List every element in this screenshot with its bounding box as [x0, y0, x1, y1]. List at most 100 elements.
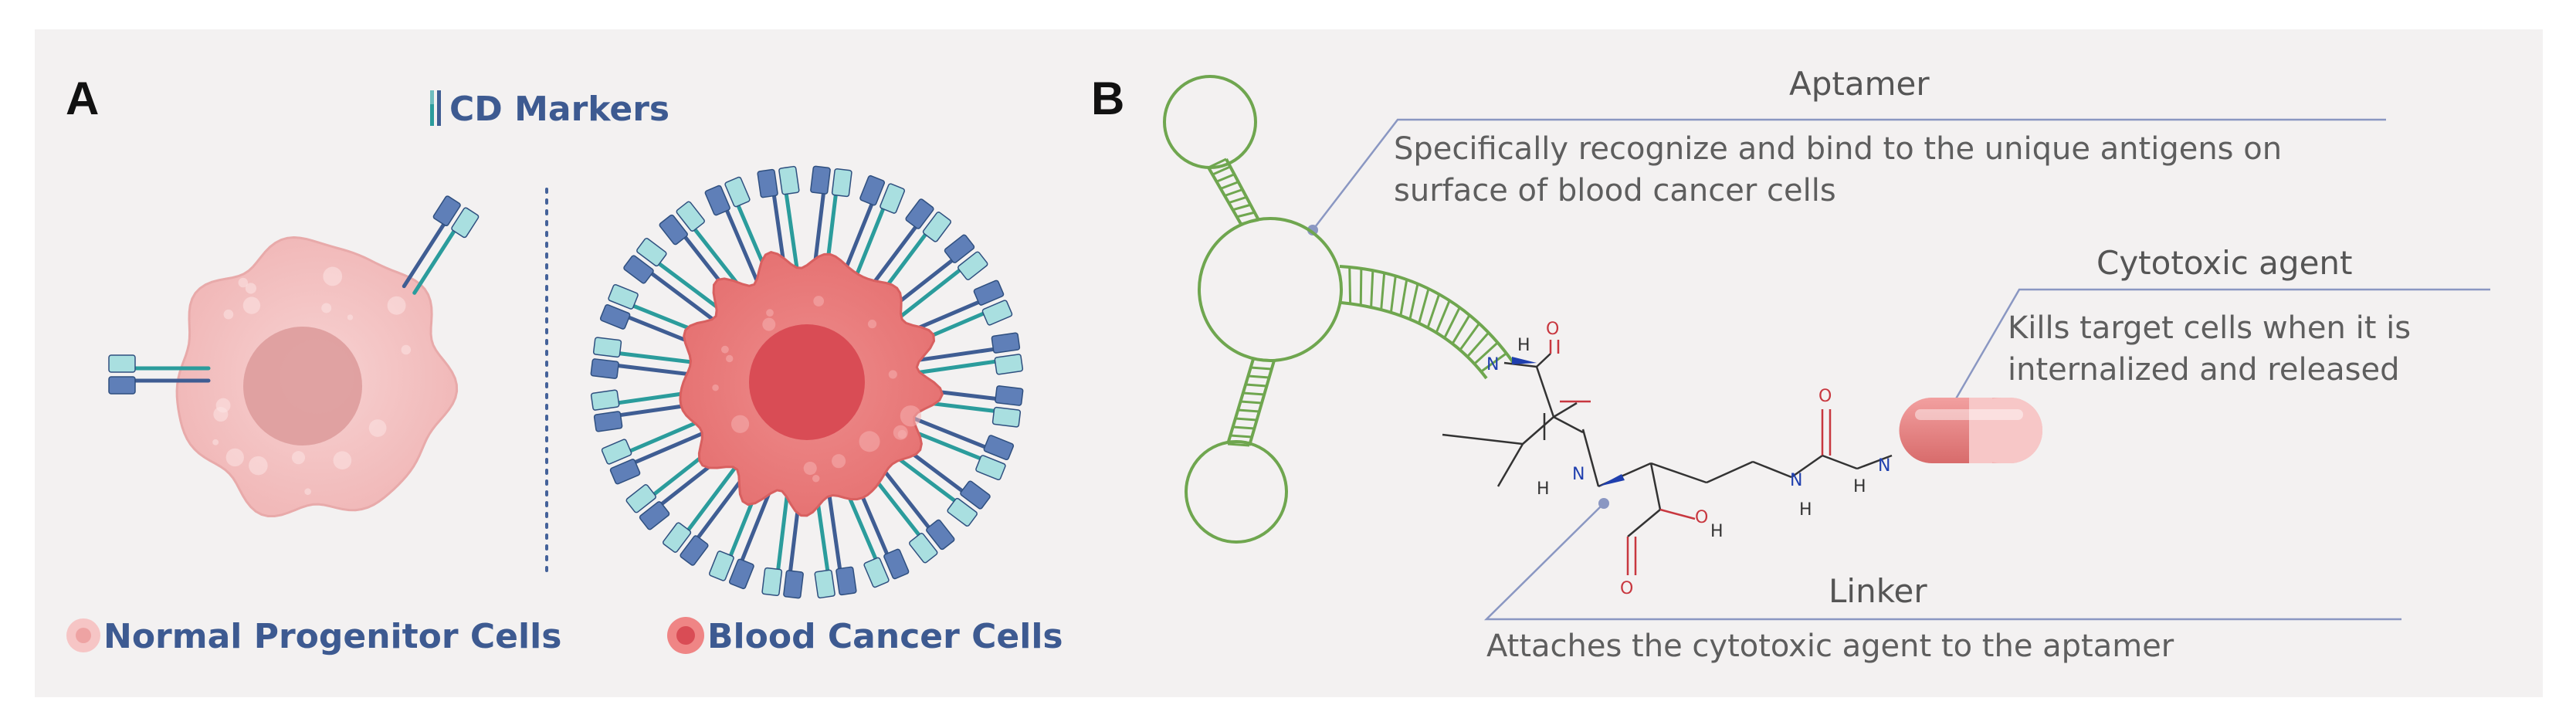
aptamer-bottom-hairpin-loop	[1185, 440, 1288, 544]
vesicle	[813, 296, 825, 307]
vesicle	[859, 431, 880, 452]
base-pair	[1240, 400, 1263, 405]
cd-marker	[590, 337, 703, 379]
atom-label-h1: H	[1517, 336, 1530, 355]
atom-label-n2: N	[1572, 465, 1585, 484]
vesicle	[238, 277, 249, 288]
base-pair	[1238, 408, 1259, 413]
vesicle	[212, 439, 219, 446]
base-pair	[1242, 391, 1265, 396]
base-pair	[1252, 357, 1275, 362]
vesicle	[249, 456, 268, 476]
base-pair	[1348, 266, 1352, 304]
base-pair	[1473, 341, 1499, 365]
cytotoxic-agent-description: Kills target cells when it is internaliz…	[2008, 310, 2412, 388]
vesicle	[242, 296, 261, 314]
vesicle	[720, 345, 729, 354]
base-pair	[1399, 279, 1408, 317]
linker-callout-line	[1483, 503, 2401, 621]
cd-marker	[601, 417, 712, 485]
blood-cancer-cells-label: Blood Cancer Cells	[707, 617, 1063, 656]
normal-progenitor-cells-label: Normal Progenitor Cells	[103, 617, 562, 656]
base-pair	[1408, 283, 1419, 320]
vesicle	[726, 354, 734, 363]
base-pair	[1224, 188, 1243, 197]
aptamer-title: Aptamer	[1789, 65, 1930, 103]
base-pair	[1232, 425, 1255, 430]
normal-cell-vesicles	[212, 266, 412, 496]
cytotoxic-callout-line	[1951, 288, 2490, 406]
base-pair	[1418, 288, 1430, 324]
aptamer-structure	[1163, 75, 1515, 544]
panel-a-letter: A	[66, 73, 100, 124]
vesicle	[223, 309, 234, 320]
vesicle	[387, 296, 406, 315]
vesicle	[225, 448, 244, 467]
vesicle	[213, 406, 229, 422]
base-pair	[1240, 219, 1259, 225]
cd-marker-legend-icon	[430, 90, 441, 126]
atom-label-o3: O	[1620, 579, 1634, 598]
vesicle	[333, 451, 352, 470]
cytotoxic-agent-title: Cytotoxic agent	[2096, 244, 2353, 282]
vesicle	[900, 405, 922, 427]
base-pair	[1370, 270, 1374, 308]
atom-label-o2: O	[1818, 387, 1832, 406]
base-pair	[1459, 323, 1480, 351]
panel-b-letter: B	[1091, 73, 1125, 124]
base-pair	[1248, 374, 1269, 379]
vesicle	[762, 317, 776, 331]
base-pair	[1232, 203, 1251, 212]
base-pair	[1215, 173, 1235, 183]
vesicle	[803, 461, 817, 476]
atom-label-n3: N	[1790, 471, 1803, 490]
linker-bond-wedges	[1512, 357, 1625, 486]
base-pair	[1389, 276, 1397, 313]
linker-molecule	[1442, 340, 1893, 575]
cd-marker	[886, 234, 988, 323]
callout-lines	[1312, 118, 2490, 621]
base-pair	[1212, 165, 1231, 176]
cytotoxic-agent-capsule	[1899, 398, 2042, 463]
atom-label-n1: N	[1486, 355, 1500, 374]
base-pair	[1443, 307, 1461, 339]
base-pair	[1426, 293, 1441, 328]
base-pair	[1236, 211, 1256, 219]
vesicle	[712, 384, 719, 391]
base-pair	[1230, 434, 1252, 439]
cd-marker	[810, 165, 852, 278]
base-pair	[1435, 300, 1451, 334]
vesicle	[368, 419, 387, 437]
base-pair	[1220, 181, 1239, 190]
normal-progenitor-cell	[175, 235, 459, 517]
cd-marker	[814, 486, 857, 599]
atom-label-h2: H	[1537, 479, 1550, 499]
vesicle	[291, 451, 306, 465]
callout-anchor-dots	[1307, 225, 1957, 509]
cd-marker	[402, 195, 480, 295]
cd-marker	[623, 238, 727, 324]
base-pair	[1466, 331, 1490, 357]
base-pair	[1227, 442, 1250, 447]
base-pair	[1380, 273, 1386, 310]
vesicle	[832, 454, 846, 469]
aptamer-central-loop	[1198, 217, 1343, 362]
vesicle	[401, 344, 412, 355]
vesicle	[245, 283, 256, 294]
linker-description: Attaches the cytotoxic agent to the apta…	[1486, 628, 2174, 664]
vesicle	[304, 488, 311, 496]
base-pair	[1228, 195, 1247, 205]
atom-label-h3: H	[1799, 500, 1812, 520]
aptamer-base-pairs	[1208, 158, 1507, 447]
aptamer-callout-line	[1312, 118, 2386, 231]
cd-marker	[865, 198, 951, 302]
cd-marker	[839, 174, 906, 286]
base-pair	[1250, 366, 1272, 371]
cd-marker	[108, 354, 211, 395]
cd-markers-legend-label: CD Markers	[449, 90, 670, 129]
normal-cell-cd-markers	[108, 195, 480, 395]
vesicle	[321, 303, 332, 313]
atom-label-o4: O	[1695, 508, 1709, 527]
base-pair	[1451, 314, 1471, 344]
